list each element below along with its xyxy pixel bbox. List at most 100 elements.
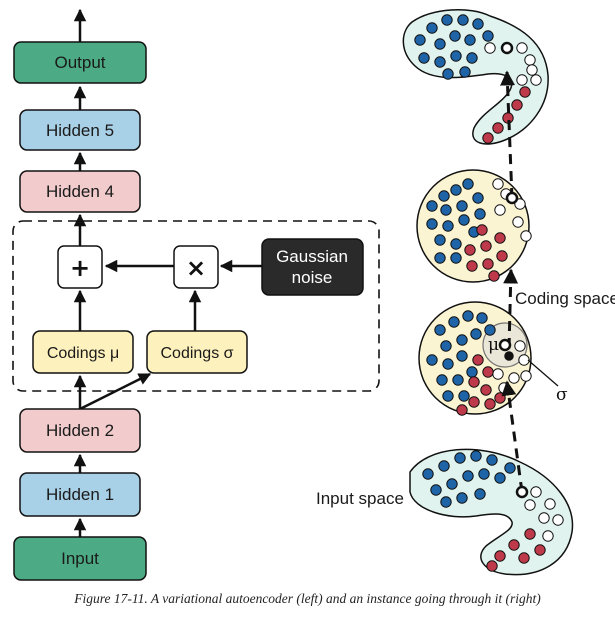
data-point [552,514,564,526]
data-point [516,74,528,86]
data-point [524,528,536,540]
data-point [434,324,446,336]
sigma-symbol: σ [556,385,568,405]
data-point [524,54,536,66]
data-point [472,18,484,30]
data-point [530,74,542,86]
data-point [450,50,462,62]
plus-label: + [70,254,90,282]
data-point [518,354,530,366]
data-point [482,258,494,270]
data-point [466,366,478,378]
data-point [462,470,474,482]
data-point [514,340,526,352]
data-point [472,192,484,204]
data-point [484,324,496,336]
data-point [441,14,453,26]
data-point [456,492,468,504]
data-point [442,358,454,370]
data-point [494,472,506,484]
data-point [422,468,434,480]
data-point [434,252,446,264]
data-point [468,376,480,388]
data-point [456,334,468,346]
data-point [519,86,531,98]
data-point [458,214,470,226]
data-point [426,200,438,212]
data-point [544,498,556,510]
data-point [508,539,520,551]
data-point [534,544,546,556]
codings-sigma-label: Codings σ [160,345,233,362]
data-points [414,14,564,572]
data-point [492,122,504,134]
data-point [492,368,504,380]
data-point [516,42,528,54]
data-point [494,550,506,562]
data-point [476,312,488,324]
data-point [442,390,454,402]
data-point [514,198,526,210]
data-point [470,328,482,340]
data-point [492,178,504,190]
data-point [434,234,446,246]
data-point [448,316,460,328]
data-point [518,552,530,564]
data-point [450,252,462,264]
mu-symbol: μ [488,335,499,355]
hidden2-box: Hidden 2 [19,408,141,453]
data-point [486,454,498,466]
data-point [526,64,538,76]
data-point [478,468,490,480]
data-point [480,384,492,396]
gaussian-label-line2: noise [292,268,333,287]
data-point [434,56,446,68]
data-point [488,270,500,282]
input-space-blob [409,448,574,576]
data-point [452,374,464,386]
data-point [436,374,448,386]
data-point [459,66,471,78]
data-point [524,499,536,511]
codings-mu-box: Codings μ [32,330,134,374]
hidden4-box: Hidden 4 [19,170,141,213]
data-point [446,478,458,490]
data-point [456,200,468,212]
data-point [457,14,469,26]
coding-space-label: Coding space [515,289,615,308]
data-point [450,184,462,196]
data-point [504,462,516,474]
data-point [494,232,506,244]
data-point [474,208,486,220]
data-point [450,238,462,250]
sampling-region [12,220,380,392]
data-point [464,34,476,46]
data-point [434,38,446,50]
data-point [456,404,468,416]
data-point [430,484,442,496]
data-point [482,132,494,144]
data-point [468,396,480,408]
hidden1-box: Hidden 1 [19,472,141,517]
input-box: Input [13,536,147,581]
hidden5-box: Hidden 5 [19,109,141,151]
data-point [440,496,452,508]
data-point [484,42,496,54]
instance-points [498,41,529,499]
data-point [442,68,454,80]
data-point [426,218,438,230]
data-point [538,512,550,524]
data-point [496,250,508,262]
data-point [470,450,482,462]
gaussian-label-line1: Gaussian [276,247,348,266]
data-point [458,390,470,402]
codings-sigma-box: Codings σ [146,330,248,374]
times-label: × [186,254,206,282]
data-point [414,34,426,46]
data-point [494,392,506,404]
figure-caption: Figure 17-11. A variational autoencoder … [74,591,541,606]
data-point [512,216,524,228]
data-point [486,560,498,572]
input-space-label: Input space [316,489,404,508]
data-point [462,178,474,190]
